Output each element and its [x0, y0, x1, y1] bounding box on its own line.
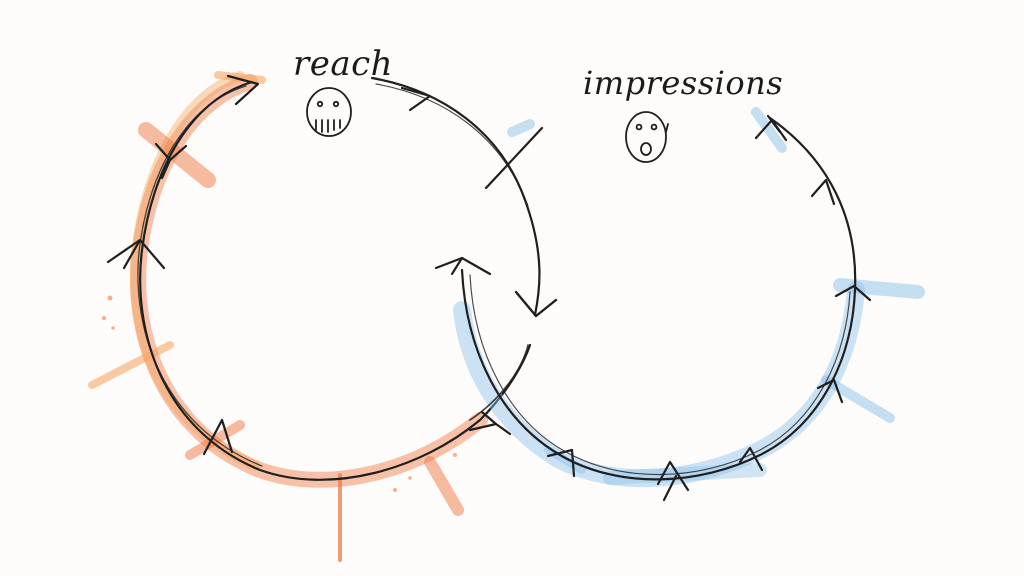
gasping-face-icon [625, 111, 669, 163]
impressions-arrow-start [434, 256, 492, 276]
impressions-label: impressions [583, 64, 784, 102]
impressions-ink-path [460, 116, 857, 481]
reach-label: reach [293, 44, 394, 84]
reach-loop [88, 71, 532, 562]
reach-ink-path [137, 80, 532, 481]
reach-arrow-bottom-left [202, 418, 234, 456]
reach-arrow-left [106, 238, 166, 270]
reach-paint-dots [102, 295, 457, 492]
crossover-arrow-down [514, 290, 558, 318]
impressions-arrow-right-low [816, 378, 844, 404]
reach-arrow-top [226, 74, 260, 106]
impressions-wash-marks [507, 107, 925, 474]
surprised-face-icon [306, 87, 352, 137]
impressions-arrow-bottom-1 [546, 448, 576, 478]
reach-arrow-bottom-right [468, 410, 512, 436]
crossover-arrow-top [400, 86, 432, 112]
impressions-arrow-bottom-3 [738, 446, 764, 472]
impressions-wash [453, 281, 865, 488]
impressions-arrow-upper [810, 178, 836, 206]
impressions-arrow-top [754, 114, 788, 142]
reach-arrow-upper [154, 142, 188, 180]
reach-wash [129, 71, 488, 488]
impressions-arrow-right [834, 284, 872, 302]
reach-arrowheads [106, 74, 512, 456]
crossover-arc [370, 76, 558, 318]
impressions-arrowheads [434, 114, 872, 502]
impressions-arrow-bottom-2 [656, 460, 690, 502]
impressions-loop [434, 107, 925, 502]
crossover-tick [484, 126, 544, 190]
